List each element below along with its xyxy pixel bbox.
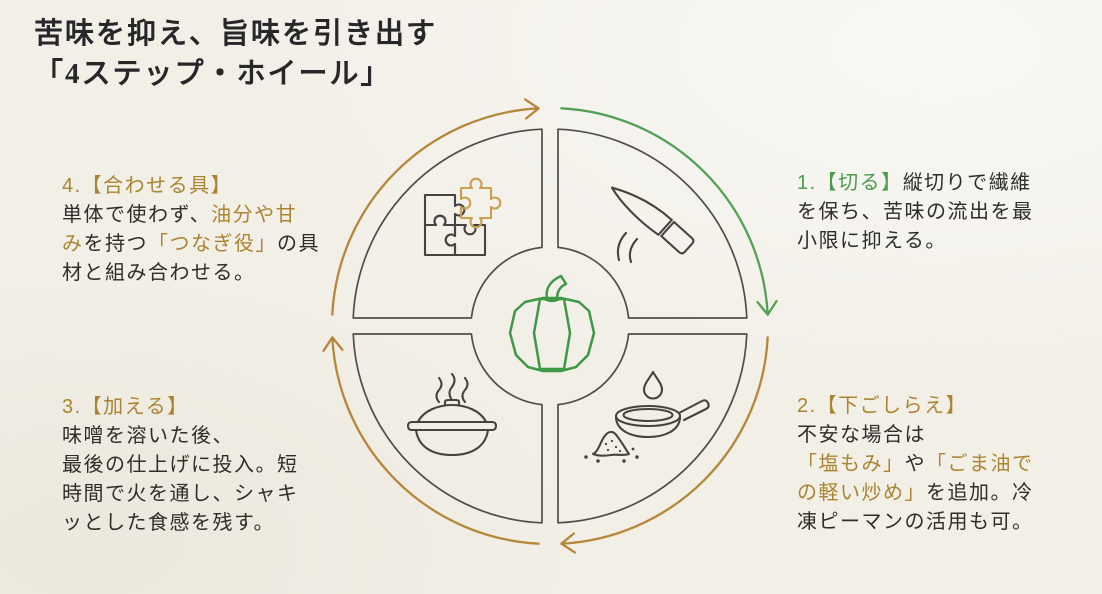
frying-pan-icon <box>584 370 710 463</box>
text-segment: 油分や甘 み <box>62 204 298 255</box>
page-title: 苦味を抑え、旨味を引き出す 「4ステップ・ホイール」 <box>34 14 437 94</box>
step-2-description: 2.【下ごしらえ】 不安な場合は 「塩もみ」や「ごま油で の軽い炒め」を追加。冷… <box>797 392 1102 537</box>
arrowhead-bottom <box>560 532 577 554</box>
cycle-arrow-right-to-bottom <box>560 336 769 545</box>
wheel-quadrants <box>352 128 748 524</box>
text-segment: の具 材と組み合わせる。 <box>62 233 320 284</box>
salt-pile-icon <box>591 430 631 457</box>
oil-drop-icon <box>642 370 664 400</box>
text-segment: 4.【合わせる具】 <box>62 175 233 197</box>
text-segment: を持つ <box>83 233 148 255</box>
step-4-description: 4.【合わせる具】 単体で使わず、油分や甘 みを持つ「つなぎ役」の具 材と組み合… <box>62 172 392 288</box>
step-3-description: 3.【加える】 味噌を溶いた後、 最後の仕上げに投入。短 時間で火を通し、シャキ… <box>62 393 392 538</box>
text-segment: や <box>904 453 926 475</box>
cycle-arrows <box>322 98 778 554</box>
arrowhead-top <box>523 98 540 120</box>
text-segment: 不安な場合は <box>797 424 926 446</box>
puzzle-gold-piece <box>459 177 502 229</box>
text-segment: 味噌を溶いた後、 最後の仕上げに投入。短 時間で火を通し、シャキ ッとした食感を… <box>62 425 299 534</box>
bell-pepper-icon <box>508 274 596 373</box>
quadrant-bottom-right <box>557 333 748 524</box>
text-segment: を追加。冷 凍ピーマンの活用も可。 <box>797 482 1034 533</box>
page-title-line1: 苦味を抑え、旨味を引き出す <box>34 18 438 50</box>
cycle-arrow-left-to-top <box>331 107 540 316</box>
steam-lines <box>435 372 469 404</box>
cycle-arrow-bottom-to-left <box>331 336 540 545</box>
page-title-line2: 「4ステップ・ホイール」 <box>34 58 392 90</box>
text-segment: 1.【切る】 <box>797 172 903 194</box>
pot-icon <box>406 372 498 457</box>
text-segment: 「塩もみ」 <box>797 453 905 475</box>
text-segment: 3.【加える】 <box>62 396 189 418</box>
cycle-arrow-top-to-right <box>560 107 769 316</box>
text-segment: 単体で使わず、 <box>62 204 212 226</box>
knife-icon <box>610 186 695 264</box>
quadrant-top-right <box>557 128 748 319</box>
puzzle-icon <box>423 177 502 257</box>
text-segment: 「ごま油で の軽い炒め」 <box>797 453 1034 504</box>
arrowhead-right <box>756 299 778 316</box>
step-1-description: 1.【切る】縦切りで繊維 を保ち、苦味の流出を最 小限に抑える。 <box>797 169 1102 256</box>
knife-motion-lines <box>616 231 639 264</box>
text-segment: 2.【下ごしらえ】 <box>797 395 968 417</box>
text-segment: 縦切りで繊維 を保ち、苦味の流出を最 小限に抑える。 <box>797 172 1034 252</box>
arrowhead-left <box>322 336 344 353</box>
four-step-wheel-diagram <box>322 98 778 554</box>
pan-handle <box>677 399 710 422</box>
text-segment: 「つなぎ役」 <box>148 233 277 255</box>
